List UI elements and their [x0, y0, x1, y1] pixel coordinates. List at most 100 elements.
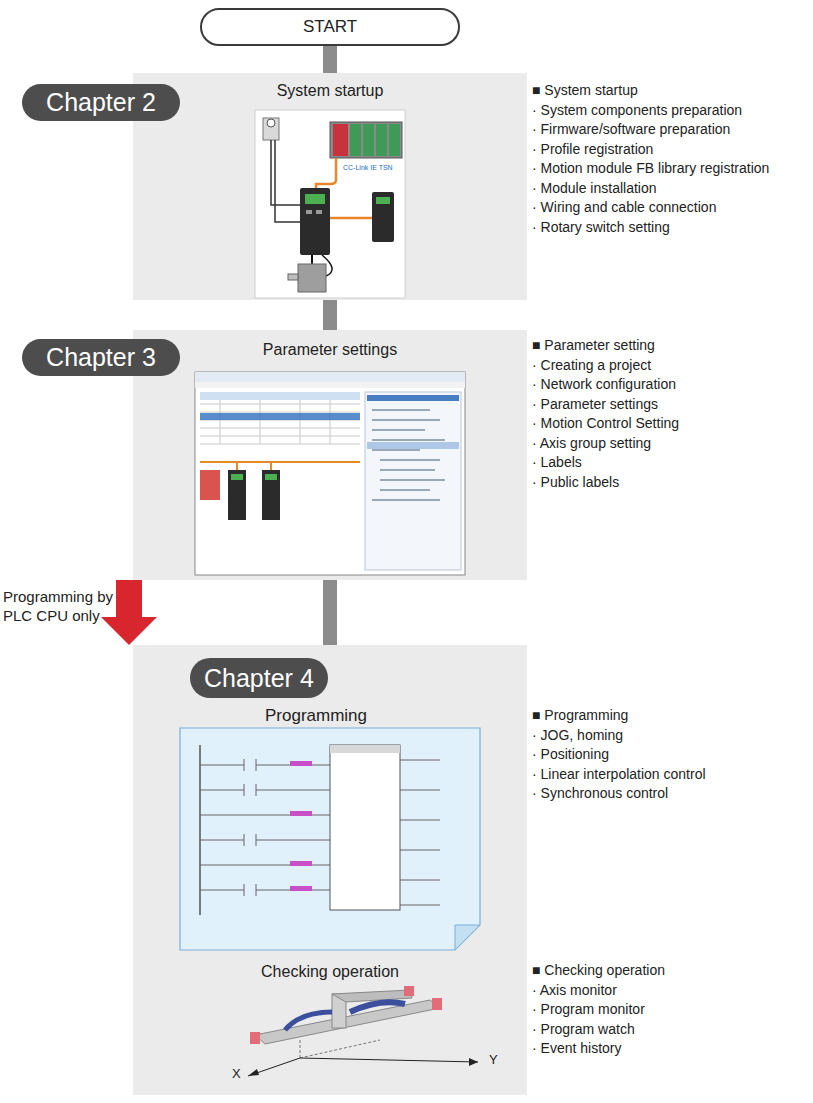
configuration-screenshot-part	[228, 470, 246, 520]
configuration-screenshot-part	[200, 461, 360, 463]
system-illustration-part	[376, 124, 387, 156]
outline-item: · Motion Control Setting	[532, 415, 679, 433]
outline-item: · Parameter settings	[532, 396, 658, 414]
xy-gantry-illustration-part	[404, 986, 414, 996]
network-label: CC-Link IE TSN	[343, 164, 393, 173]
start-text: START	[303, 17, 357, 37]
system-illustration-part	[306, 210, 312, 214]
configuration-screenshot-part-part	[372, 410, 445, 500]
system-illustration-part	[363, 124, 374, 156]
system-illustration-part	[271, 140, 300, 205]
outline-item: · Wiring and cable connection	[532, 199, 716, 217]
configuration-screenshot-part	[200, 470, 220, 500]
chapter-number: Chapter 3	[46, 343, 156, 372]
outline-item: · Rotary switch setting	[532, 219, 670, 237]
ladder-program-sheet	[180, 728, 480, 950]
xy-gantry-illustration-part	[469, 1058, 478, 1066]
configuration-screenshot-part	[372, 410, 445, 500]
xy-gantry-illustration	[248, 986, 478, 1076]
panel-title: Checking operation	[133, 963, 527, 981]
system-illustration-part	[389, 124, 400, 156]
chapter-badge: Chapter 4	[190, 658, 328, 698]
outline-item: · Linear interpolation control	[532, 766, 706, 784]
outline-item: · Program watch	[532, 1021, 635, 1039]
axis-label: X	[232, 1066, 241, 1082]
xy-gantry-illustration-part	[248, 1058, 300, 1076]
chapter-badge: Chapter 3	[22, 339, 180, 376]
configuration-screenshot	[195, 372, 465, 575]
outline-item: ■ Checking operation	[532, 962, 665, 980]
system-illustration-part	[263, 118, 279, 140]
outline-item: · Program monitor	[532, 1001, 645, 1019]
outline-item: · Network configuration	[532, 376, 676, 394]
configuration-screenshot-part	[200, 413, 360, 420]
chapter-panel: Parameter settings	[133, 330, 527, 580]
system-illustration-part	[275, 140, 300, 222]
xy-gantry-illustration-part	[250, 1032, 260, 1044]
system-illustration-part	[288, 274, 298, 280]
system-illustration-part	[298, 264, 326, 292]
flow-bar	[323, 300, 337, 330]
xy-gantry-illustration-part	[285, 1012, 332, 1030]
program-sheet: Programming	[147, 703, 485, 955]
system-illustration-part	[267, 119, 275, 127]
system-illustration-part	[376, 197, 390, 204]
start-terminal: START	[200, 8, 460, 46]
system-illustration-part	[255, 110, 405, 298]
panel-title: System startup	[133, 82, 527, 100]
ladder-program-sheet-part	[180, 728, 480, 950]
xy-gantry-illustration-part	[255, 1000, 440, 1044]
system-illustration-part	[330, 217, 372, 220]
configuration-screenshot-part	[237, 462, 271, 470]
configuration-screenshot-part	[265, 474, 277, 480]
ladder-program-sheet-part-part	[200, 765, 330, 890]
sheet-title: Programming	[147, 706, 485, 726]
xy-gantry-illustration-part	[350, 1002, 405, 1012]
xy-gantry-illustration-part	[300, 1058, 478, 1062]
outline-item: · JOG, homing	[532, 727, 623, 745]
xy-gantry-illustration-part	[332, 994, 346, 1028]
ladder-program-sheet-part	[330, 745, 400, 753]
configuration-screenshot-part-part	[220, 400, 330, 444]
ladder-program-sheet-part	[199, 745, 201, 915]
chapter-badge: Chapter 2	[22, 84, 180, 121]
outline-item: · Public labels	[532, 474, 619, 492]
system-illustration-part	[300, 188, 330, 255]
configuration-screenshot-part	[200, 400, 360, 444]
axis-label: Y	[489, 1052, 498, 1068]
configuration-screenshot-part	[200, 392, 360, 400]
configuration-screenshot-part	[367, 395, 459, 401]
outline-item: · Synchronous control	[532, 785, 668, 803]
system-illustration	[255, 110, 405, 298]
ladder-program-sheet-part	[290, 761, 312, 891]
outline-item: · Motion module FB library registration	[532, 160, 769, 178]
configuration-screenshot-part-part	[200, 404, 360, 444]
outline-item: ■ System startup	[532, 82, 638, 100]
ladder-program-sheet-part-part	[400, 760, 440, 905]
xy-gantry-illustration-part	[300, 1040, 380, 1058]
outline-item: ■ Programming	[532, 707, 628, 725]
outline-item: · Firmware/software preparation	[532, 121, 730, 139]
system-illustration-part	[330, 122, 402, 158]
outline-item: ■ Parameter setting	[532, 337, 655, 355]
flow-bar	[323, 580, 337, 645]
system-illustration-part	[316, 158, 336, 188]
system-illustration-part	[333, 124, 348, 156]
configuration-screenshot-part	[195, 382, 465, 388]
xy-gantry-illustration-part	[432, 998, 442, 1010]
outline-item: · Axis monitor	[532, 982, 617, 1000]
edge-label: Programming by PLC CPU only	[3, 587, 115, 625]
configuration-screenshot-part	[195, 372, 465, 575]
outline-item: · Labels	[532, 454, 582, 472]
flow-bar	[323, 46, 337, 73]
system-illustration-part	[322, 255, 332, 276]
chapter-number: Chapter 4	[204, 664, 314, 693]
outline-item: · Positioning	[532, 746, 609, 764]
outline-item: · Axis group setting	[532, 435, 651, 453]
chapter-panel: Checking operation Programming	[133, 645, 527, 1095]
xy-gantry-illustration-part	[332, 990, 412, 1002]
configuration-screenshot-part	[262, 470, 280, 520]
outline-item: · Module installation	[532, 180, 657, 198]
system-illustration-part	[316, 210, 322, 214]
